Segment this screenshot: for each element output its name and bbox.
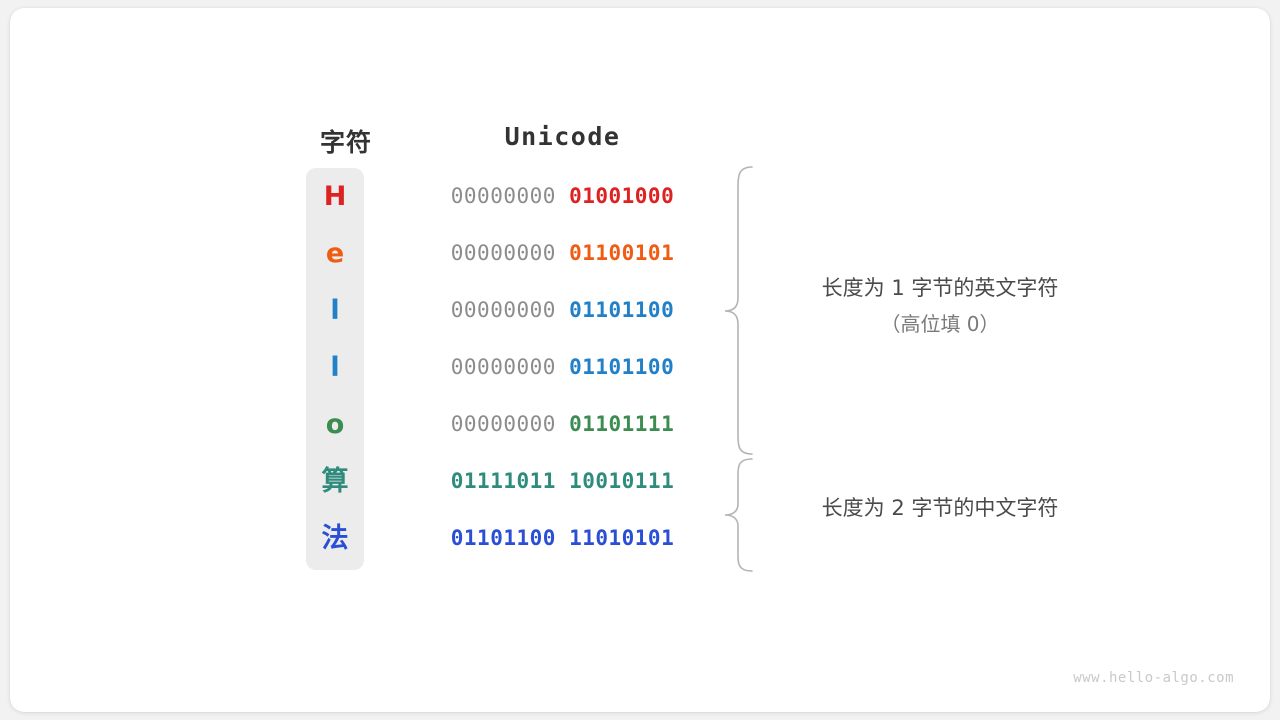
figure-stage: 字符 Unicode H 00000000 01001000 e 00000000 0… xyxy=(10,8,1270,712)
character-cell: 算 xyxy=(321,466,349,497)
figure-card: 字符 Unicode H 00000000 01001000 e 00000000 0… xyxy=(10,8,1270,712)
annotation-one-byte: 长度为 1 字节的英文字符 （高位填 0） xyxy=(770,270,1110,342)
unicode-high-byte: 01101100 xyxy=(450,526,556,550)
unicode-bits-cell: 00000000 01001000 xyxy=(430,168,695,225)
unicode-low-byte: 01101100 xyxy=(569,355,675,379)
unicode-bits-cell: 00000000 01101111 xyxy=(430,396,695,453)
unicode-high-byte: 00000000 xyxy=(450,241,556,265)
brace-one-byte-group xyxy=(724,166,753,455)
column-header-unicode: Unicode xyxy=(504,122,621,151)
annotation-two-byte-main: 长度为 2 字节的中文字符 xyxy=(821,496,1059,520)
unicode-low-byte: 10010111 xyxy=(569,469,675,493)
unicode-high-byte: 00000000 xyxy=(450,355,556,379)
unicode-high-byte: 00000000 xyxy=(450,184,556,208)
unicode-bits-cell: 00000000 01100101 xyxy=(430,225,695,282)
unicode-low-byte: 11010101 xyxy=(569,526,675,550)
unicode-low-byte: 01001000 xyxy=(569,184,675,208)
character-column-panel xyxy=(306,168,364,570)
annotation-two-byte: 长度为 2 字节的中文字符 xyxy=(770,490,1110,526)
character-cell: l xyxy=(330,295,340,326)
annotation-one-byte-sub: （高位填 0） xyxy=(880,312,1000,336)
column-header-character: 字符 xyxy=(319,129,372,157)
annotation-one-byte-main: 长度为 1 字节的英文字符 xyxy=(821,276,1059,300)
brace-two-byte-group xyxy=(724,458,753,572)
unicode-bits-cell: 00000000 01101100 xyxy=(430,339,695,396)
watermark: www.hello-algo.com xyxy=(1073,670,1234,686)
unicode-high-byte: 00000000 xyxy=(450,298,556,322)
unicode-high-byte: 00000000 xyxy=(450,412,556,436)
unicode-low-byte: 01100101 xyxy=(569,241,675,265)
character-cell: H xyxy=(323,181,347,212)
unicode-bits-cell: 00000000 01101100 xyxy=(430,282,695,339)
unicode-high-byte: 01111011 xyxy=(450,469,556,493)
character-cell: l xyxy=(330,352,340,383)
character-cell: o xyxy=(325,409,345,440)
unicode-bits-cell: 01111011 10010111 xyxy=(430,453,695,510)
character-cell: e xyxy=(325,238,345,269)
unicode-low-byte: 01101111 xyxy=(569,412,675,436)
unicode-bits-cell: 01101100 11010101 xyxy=(430,510,695,567)
unicode-low-byte: 01101100 xyxy=(569,298,675,322)
character-cell: 法 xyxy=(321,523,349,554)
